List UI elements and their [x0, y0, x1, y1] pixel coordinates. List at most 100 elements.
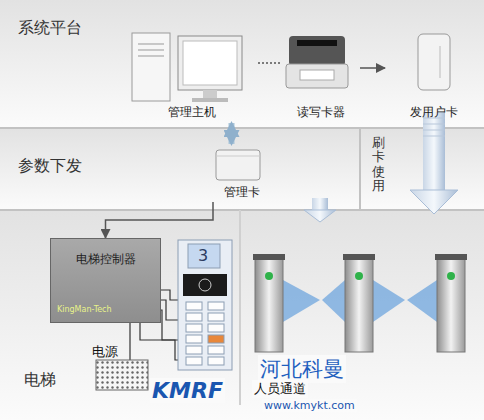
node-text: 读写卡器: [282, 104, 360, 121]
panel-button: [186, 346, 202, 354]
computer: [192, 98, 228, 102]
card-issuer: [418, 34, 450, 90]
connector: [360, 67, 385, 69]
card-issuer: [418, 34, 450, 90]
down-funnel: [304, 210, 336, 222]
swipe-arrow: [423, 124, 445, 125]
bands: [0, 128, 484, 210]
bands: [0, 210, 484, 420]
swipe-arrow: [423, 136, 445, 137]
swipe-arrow: [423, 112, 445, 190]
controller-box: 电梯控制器 KingMan-Tech: [50, 238, 161, 323]
turnstiles: [255, 258, 283, 352]
down-funnel: [304, 198, 336, 222]
card-reader: [286, 64, 348, 88]
node-text: 管理卡: [205, 184, 279, 201]
swipe-arrow: [410, 112, 458, 214]
band: 系统平台管理主机 读写卡器 发用户卡: [0, 0, 484, 128]
panel-button: [208, 302, 224, 310]
bands: [0, 127, 484, 129]
label: www.kmykt.com: [262, 399, 357, 412]
admin-card: [216, 156, 260, 157]
turnstiles: [253, 254, 467, 352]
card-reader: [286, 36, 348, 88]
panel-button: [208, 324, 224, 332]
label: 电源: [92, 343, 118, 361]
node-text: KingMan-Tech: [57, 305, 112, 314]
admin-card: [216, 150, 260, 180]
card-reader: [297, 40, 337, 46]
panel-button: [208, 346, 224, 354]
panel-button: [186, 335, 202, 343]
panel-button: [186, 324, 202, 332]
bands: [359, 128, 361, 210]
turnstiles: [253, 254, 285, 260]
turnstiles: [322, 280, 345, 322]
turnstiles: [407, 280, 437, 322]
band: 参数下发管理卡 刷卡使用: [0, 128, 484, 210]
card-issuer: 发用户卡: [385, 30, 483, 121]
card-reader: 读写卡器: [282, 30, 360, 121]
bands: [0, 209, 484, 211]
turnstiles: [447, 272, 455, 280]
admin-card: [216, 150, 260, 180]
elevator-panel: [188, 244, 220, 268]
connector: [229, 123, 235, 144]
host-computer: 管理主机: [125, 25, 258, 121]
turnstiles: [345, 258, 373, 352]
computer: [138, 56, 164, 57]
computer: [183, 41, 237, 85]
node-text: 管理主机: [125, 104, 258, 121]
computer: [138, 44, 164, 45]
connector: [258, 62, 282, 64]
panel-buttons: [186, 302, 224, 365]
turnstiles: [435, 254, 467, 260]
turnstiles: [437, 258, 465, 352]
swipe-arrow: [423, 130, 445, 131]
elevator-panel: [178, 240, 232, 370]
computer: [138, 50, 164, 51]
turnstiles: [343, 254, 375, 260]
node-text: 电梯: [24, 370, 56, 391]
wires: [129, 323, 130, 360]
turnstiles: [373, 280, 405, 322]
node-text: 发用户卡: [385, 104, 483, 121]
elevator-panel: [183, 274, 227, 296]
card-reader: [289, 36, 345, 66]
node-text: 系统平台: [18, 18, 82, 39]
bands: [239, 210, 241, 405]
panel-button: [186, 357, 202, 365]
elevator-panel: [178, 240, 232, 370]
node-text: 刷卡使用: [372, 136, 385, 193]
card-issuer: [440, 46, 441, 78]
node-text: 参数下发: [18, 156, 82, 177]
admin-card: 管理卡: [205, 146, 279, 202]
panel-button: [208, 357, 224, 365]
label: 人员通道: [252, 380, 308, 398]
turnstiles: [283, 280, 320, 322]
bands: [0, 0, 484, 128]
card-reader: [300, 70, 334, 80]
panel-button: [186, 302, 202, 310]
label: 3: [198, 246, 208, 265]
turnstiles: [355, 272, 363, 280]
connector: [106, 202, 214, 238]
computer: [178, 36, 242, 90]
power-supply: [96, 360, 148, 390]
computer: [132, 33, 170, 101]
power-supply: [96, 360, 148, 390]
panel-button: [186, 313, 202, 321]
panel-button: [208, 335, 224, 343]
band: 电梯 电梯控制器 KingMan-Tech: [0, 210, 484, 420]
elevator-panel: [199, 279, 211, 291]
swipe-arrow: [410, 190, 458, 214]
label: KMRF: [150, 378, 225, 403]
label: 河北科曼: [258, 355, 346, 383]
node-text: 电梯控制器: [51, 251, 160, 268]
turnstiles: [265, 272, 273, 280]
swipe-arrow: [423, 118, 445, 136]
